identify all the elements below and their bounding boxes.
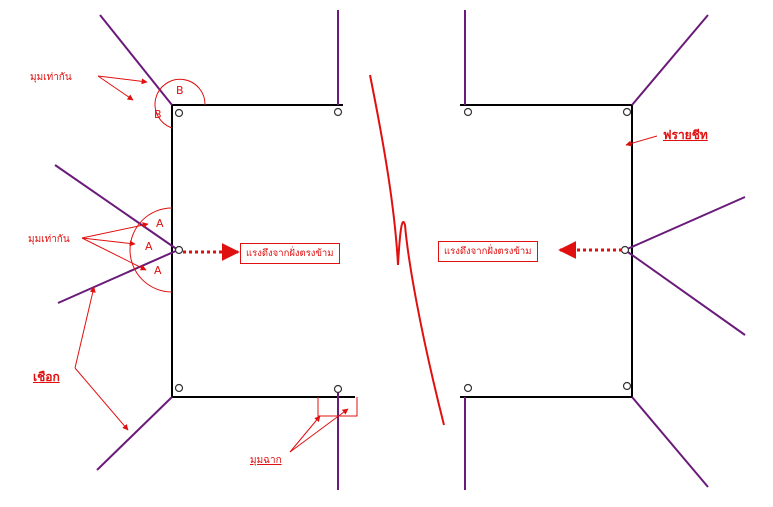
right-flysheet-edge	[460, 104, 633, 398]
angle-a-label: A	[145, 240, 153, 253]
break-line	[369, 74, 445, 426]
pull-force-box-right: แรงดึงจากฝั่งตรงข้าม	[438, 241, 538, 262]
pull-force-box-left: แรงดึงจากฝั่งตรงข้าม	[240, 243, 340, 264]
equal-angle-label-top: มุมเท่ากัน	[30, 72, 72, 83]
flysheet-label: ฟรายชีท	[663, 128, 708, 142]
right-ropes	[464, 10, 746, 490]
equal-angle-label-mid: มุมเท่ากัน	[28, 234, 70, 245]
right-grommets	[463, 107, 632, 393]
angle-a-label: A	[156, 217, 164, 230]
left-grommets	[174, 107, 343, 394]
angle-b-label: B	[154, 108, 162, 121]
angle-a-label: A	[154, 264, 162, 277]
right-angle-label: มุมฉาก	[250, 455, 282, 466]
angle-b-label: B	[176, 84, 184, 97]
left-flysheet-edge	[171, 104, 355, 398]
annotations	[74, 75, 658, 453]
rope-label: เชือก	[33, 370, 60, 384]
